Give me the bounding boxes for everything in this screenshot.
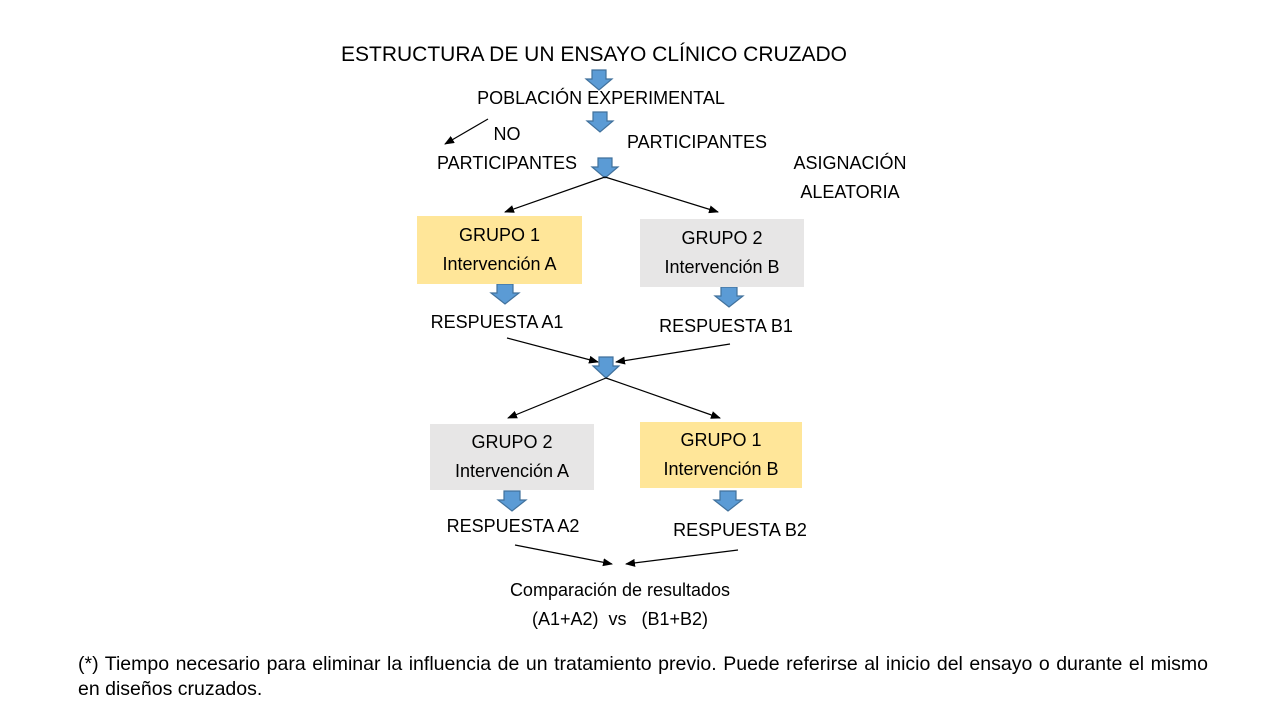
non-participants-label-line2: PARTICIPANTES xyxy=(436,153,578,173)
phase2-group2-box: GRUPO 2 Intervención A xyxy=(430,424,594,490)
arrow-from-response-b2 xyxy=(625,549,739,567)
random-assignment-label-line2: ALEATORIA xyxy=(800,182,900,202)
phase1-group1-box: GRUPO 1 Intervención A xyxy=(417,216,582,284)
non-participants-label-line1: NO xyxy=(493,124,521,144)
arrow-to-phase2-left xyxy=(507,377,607,419)
phase1-group2-box: GRUPO 2 Intervención B xyxy=(640,219,804,287)
down-arrow-icon-group2-b xyxy=(713,286,745,308)
phase1-group2-title: GRUPO 2 xyxy=(681,228,763,248)
random-assignment-label-line1: ASIGNACIÓN xyxy=(793,153,907,173)
phase2-group1-title: GRUPO 1 xyxy=(680,430,762,450)
phase2-group1-box: GRUPO 1 Intervención B xyxy=(640,422,802,488)
response-b1-label: RESPUESTA B1 xyxy=(659,316,793,336)
comparison-label-line1: Comparación de resultados xyxy=(509,580,731,600)
arrow-from-response-a2 xyxy=(514,544,613,567)
arrow-to-group2 xyxy=(604,176,719,214)
phase2-group2-intervention: Intervención A xyxy=(454,461,570,481)
down-arrow-icon-crossover xyxy=(591,356,621,379)
comparison-label-line2: (A1+A2) vs (B1+B2) xyxy=(531,609,709,629)
down-arrow-icon-group1-b xyxy=(712,490,744,512)
population-label: POBLACIÓN EXPERIMENTAL xyxy=(477,88,725,108)
down-arrow-icon-title xyxy=(584,69,614,91)
phase1-group1-intervention: Intervención A xyxy=(442,254,557,274)
page-title: ESTRUCTURA DE UN ENSAYO CLÍNICO CRUZADO xyxy=(341,43,847,66)
phase2-group2-title: GRUPO 2 xyxy=(471,432,553,452)
down-arrow-icon-participants xyxy=(585,111,615,133)
arrow-to-group1 xyxy=(504,176,606,213)
response-a2-label: RESPUESTA A2 xyxy=(446,516,580,536)
footnote: (*) Tiempo necesario para eliminar la in… xyxy=(78,653,1208,700)
down-arrow-icon-group1-a xyxy=(489,283,521,305)
phase2-group1-intervention: Intervención B xyxy=(663,459,779,479)
arrow-to-non-participants xyxy=(444,118,489,145)
down-arrow-icon-randomization xyxy=(590,157,620,179)
arrow-from-response-a1 xyxy=(506,337,599,364)
arrow-from-response-b1 xyxy=(615,343,731,365)
phase1-group1-title: GRUPO 1 xyxy=(458,225,541,245)
down-arrow-icon-group2-a xyxy=(496,490,528,512)
response-a1-label: RESPUESTA A1 xyxy=(430,312,564,332)
response-b2-label: RESPUESTA B2 xyxy=(673,520,807,540)
participants-label: PARTICIPANTES xyxy=(626,132,768,152)
arrow-to-phase2-right xyxy=(605,377,721,419)
phase1-group2-intervention: Intervención B xyxy=(664,257,780,277)
